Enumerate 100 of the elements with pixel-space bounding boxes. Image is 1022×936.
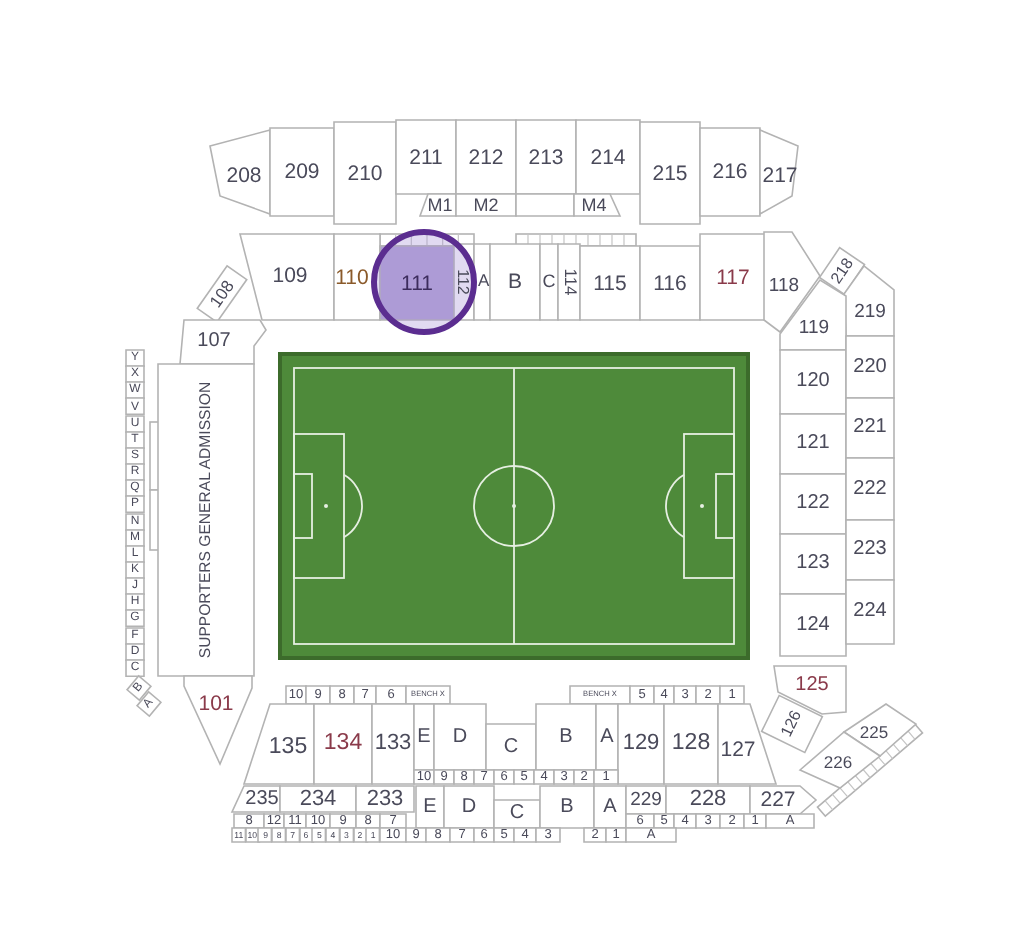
section-number: 125 [795,676,829,696]
seat-row [126,578,144,595]
section-number: 126 [778,708,806,740]
seat-row [326,828,340,842]
seating-section [444,786,494,828]
seat-row [312,828,327,842]
section-number: 122 [796,494,830,514]
section-number: 209 [284,161,320,183]
seating-section [640,246,700,320]
seating-section [846,398,894,458]
seat-row [376,686,406,704]
seat-row [570,686,630,704]
section-number: 123 [796,554,830,574]
seat-row [126,627,144,644]
seat-row [514,770,534,784]
seating-section [594,786,626,828]
seat-row [536,828,560,842]
section-number: 124 [796,615,830,635]
seat-row [126,480,144,497]
seating-section [314,704,372,784]
section-number: 228 [689,789,727,811]
seat-row [126,496,144,513]
seat-row [272,828,286,842]
section-number: 219 [854,302,886,322]
seating-section [434,704,486,770]
seat-row [626,828,676,842]
section-number: A [477,271,490,289]
section-number: B [508,271,522,293]
seat-row [594,770,618,784]
seating-section [700,234,766,320]
section-number: 214 [590,146,626,168]
seating-section [760,130,798,214]
seating-section [666,786,750,814]
seat-row [330,686,354,704]
seat-row [554,770,574,784]
seating-section [846,520,894,580]
seat-row [674,814,696,828]
section-number: 135 [268,736,308,760]
seating-section [334,122,396,224]
section-number: B [560,797,574,817]
section-number: 109 [272,265,308,287]
seating-section [780,594,846,656]
seat-row [696,814,720,828]
section-number: C [503,737,519,757]
seat-row [234,814,264,828]
seat-row [126,545,144,562]
seat-row [584,828,606,842]
seating-section [700,128,760,216]
section-number: 216 [712,161,748,183]
section-number: A [600,727,614,747]
section-number: 121 [796,434,830,454]
section-number: D [461,797,477,817]
seat-row [406,828,426,842]
seating-section [334,234,380,320]
seat-row [720,686,744,704]
section-number: C [509,804,525,824]
section-number: A [603,797,617,817]
section-number: 133 [374,733,412,755]
section-number: 221 [853,418,887,438]
section-number: 118 [768,276,800,296]
seating-section [536,704,596,770]
section-number: 111 [401,272,433,294]
section-number: 233 [366,788,404,810]
section-number: C [542,273,556,291]
seat-row [258,828,273,842]
seat-row [126,398,144,416]
seat-row [380,814,406,828]
seating-section [540,244,558,320]
seat-row [126,464,144,481]
section-number: 128 [671,732,711,756]
seat-row [126,659,144,676]
seat-row [126,431,144,448]
seating-section [780,474,846,534]
seat-row [356,814,380,828]
seat-row [306,814,330,828]
seating-section [490,244,540,320]
seating-section [664,704,718,784]
seat-row [744,814,766,828]
seat-row [126,561,144,579]
seat-row [126,447,144,465]
seat-row [606,828,626,842]
section-number: 212 [468,146,504,168]
seat-row [654,814,674,828]
section-number: 120 [796,372,830,392]
section-number: 110 [335,267,369,289]
section-number: 129 [622,733,660,755]
seating-section [846,580,894,644]
seat-row [366,828,380,842]
seating-section [780,414,846,474]
seating-section [456,194,516,216]
seat-row [126,415,144,432]
section-number: 226 [823,753,853,771]
section-number: 225 [859,723,889,741]
seating-section [580,246,640,320]
section-number: 210 [347,162,383,184]
seat-row [284,814,306,828]
seat-row [380,828,406,842]
section-number: 220 [853,357,887,377]
seat-row [434,770,454,784]
section-number: 211 [409,146,443,168]
